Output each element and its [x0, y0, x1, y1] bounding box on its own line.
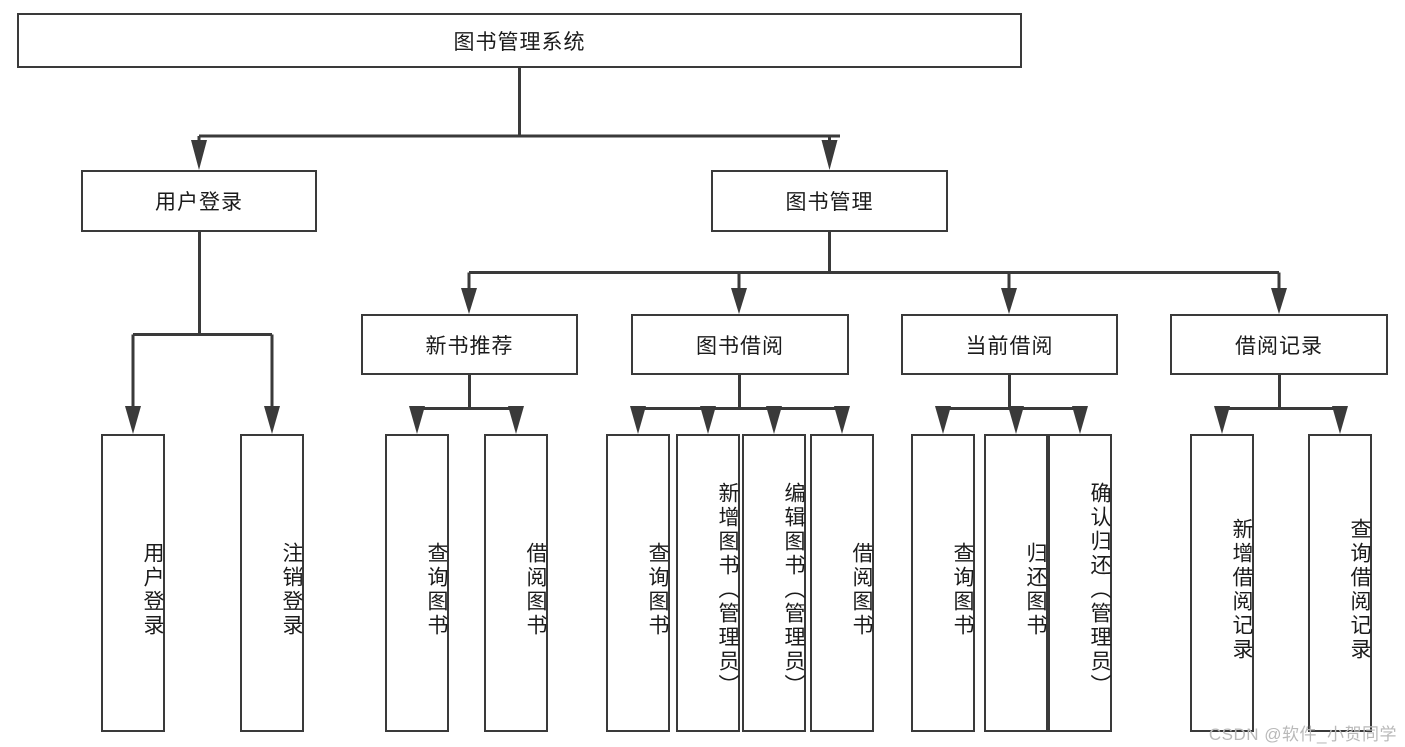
- leaf-borrow-books-recommend-label: 借阅图书: [524, 542, 547, 638]
- arrow-leaf-5: [630, 406, 646, 434]
- leaf-add-book-admin-label: 新增图书（管理员）: [716, 482, 739, 698]
- node-current-borrow-label: 当前借阅: [965, 334, 1054, 358]
- leaf-return-books-label: 归还图书: [1024, 542, 1047, 638]
- arrow-record: [1271, 288, 1287, 314]
- arrow-leaf-12: [1214, 406, 1230, 434]
- arrow-new-book: [461, 288, 477, 314]
- node-book-management[interactable]: 图书管理: [711, 170, 948, 232]
- arrow-book-mgmt: [821, 140, 838, 170]
- arrow-leaf-6: [700, 406, 716, 434]
- watermark: CSDN @软件_小贺同学: [1208, 725, 1397, 744]
- leaf-query-books-current-label: 查询图书: [951, 542, 974, 638]
- arrow-current: [1001, 288, 1017, 314]
- leaf-user-login[interactable]: 用户登录: [101, 434, 165, 732]
- arrow-leaf-13: [1332, 406, 1348, 434]
- node-book-borrow[interactable]: 图书借阅: [631, 314, 849, 375]
- node-current-borrow[interactable]: 当前借阅: [901, 314, 1118, 375]
- leaf-edit-book-admin-label: 编辑图书（管理员）: [782, 482, 805, 698]
- arrow-leaf-4: [508, 406, 524, 434]
- arrow-leaf-11: [1072, 406, 1088, 434]
- leaf-add-borrow-record[interactable]: 新增借阅记录: [1190, 434, 1254, 732]
- leaf-logout-label: 注销登录: [280, 542, 303, 638]
- leaf-edit-book-admin[interactable]: 编辑图书（管理员）: [742, 434, 806, 732]
- leaf-logout[interactable]: 注销登录: [240, 434, 304, 732]
- node-new-book-recommend-label: 新书推荐: [425, 334, 514, 358]
- arrow-leaf-9: [935, 406, 951, 434]
- node-borrow-record[interactable]: 借阅记录: [1170, 314, 1388, 375]
- leaf-confirm-return-admin-label: 确认归还（管理员）: [1088, 482, 1111, 698]
- node-user-login-label: 用户登录: [155, 191, 243, 214]
- leaf-query-books-recommend-label: 查询图书: [425, 542, 448, 638]
- leaf-query-books-borrow-label: 查询图书: [646, 542, 669, 638]
- leaf-query-books-recommend[interactable]: 查询图书: [385, 434, 449, 732]
- leaf-borrow-books[interactable]: 借阅图书: [810, 434, 874, 732]
- leaf-add-borrow-record-label: 新增借阅记录: [1230, 518, 1253, 662]
- node-new-book-recommend[interactable]: 新书推荐: [361, 314, 578, 375]
- leaf-query-borrow-record[interactable]: 查询借阅记录: [1308, 434, 1372, 732]
- node-book-borrow-label: 图书借阅: [696, 334, 784, 358]
- arrow-user-login: [191, 140, 207, 170]
- leaf-confirm-return-admin[interactable]: 确认归还（管理员）: [1048, 434, 1112, 732]
- arrow-leaf-8: [834, 406, 850, 434]
- arrow-leaf-2: [264, 406, 280, 434]
- leaf-query-books-borrow[interactable]: 查询图书: [606, 434, 670, 732]
- arrow-leaf-10: [1008, 406, 1024, 434]
- arrow-leaf-3: [409, 406, 425, 434]
- leaf-borrow-books-label: 借阅图书: [850, 542, 873, 638]
- arrow-leaf-7: [766, 406, 782, 434]
- node-root-label: 图书管理系统: [453, 30, 586, 54]
- leaf-borrow-books-recommend[interactable]: 借阅图书: [484, 434, 548, 732]
- node-user-login[interactable]: 用户登录: [81, 170, 317, 232]
- node-borrow-record-label: 借阅记录: [1235, 334, 1323, 358]
- leaf-query-borrow-record-label: 查询借阅记录: [1348, 518, 1371, 662]
- leaf-return-books[interactable]: 归还图书: [984, 434, 1048, 732]
- node-book-management-label: 图书管理: [785, 191, 874, 214]
- arrow-leaf-1: [125, 406, 141, 434]
- arrow-borrow: [731, 288, 747, 314]
- leaf-query-books-current[interactable]: 查询图书: [911, 434, 975, 732]
- node-root[interactable]: 图书管理系统: [17, 13, 1022, 68]
- leaf-add-book-admin[interactable]: 新增图书（管理员）: [676, 434, 740, 732]
- leaf-user-login-label: 用户登录: [141, 542, 164, 638]
